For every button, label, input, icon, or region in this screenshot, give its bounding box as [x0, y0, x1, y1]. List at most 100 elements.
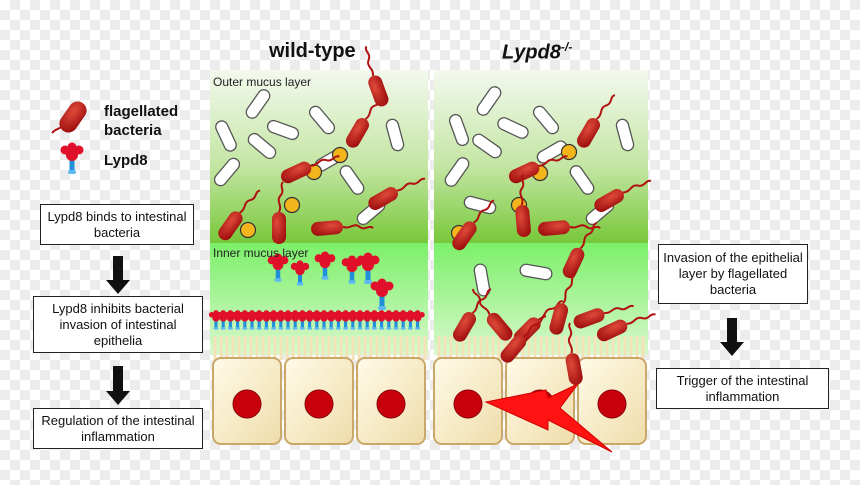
commensal-rod [266, 119, 300, 141]
bacterium-body [311, 220, 343, 236]
commensal-rod [615, 118, 635, 152]
left-flow-arrows [106, 256, 130, 405]
lypd8-base [213, 327, 219, 330]
inner-mucus-label: Inner mucus layer [213, 246, 309, 260]
flagellated-bacterium [452, 199, 495, 251]
lypd8-base [350, 327, 356, 330]
lypd8-stem [416, 319, 420, 329]
lypd8-lobe [331, 311, 337, 318]
yellow-particle [283, 196, 301, 214]
lypd8-lobe [370, 255, 380, 265]
lypd8-stem [264, 319, 268, 329]
flagellated-bacterium [562, 221, 598, 279]
lypd8-base [271, 327, 277, 330]
lypd8-molecule [314, 251, 336, 280]
lypd8-lobe [266, 311, 273, 318]
flagellated-bacterium [472, 288, 513, 341]
lypd8-base [263, 327, 269, 330]
bacterium-body [549, 303, 569, 335]
bacterium-body [565, 353, 583, 385]
bacterium-body [453, 312, 476, 342]
lypd8-lobe [273, 311, 280, 318]
lypd8-base [379, 327, 385, 330]
lypd8-base [274, 278, 282, 282]
lypd8-stem [279, 319, 283, 329]
flagellated-bacterium [573, 304, 635, 329]
flagellated-bacterium [364, 45, 389, 107]
lypd8-lobe [367, 311, 373, 318]
lypd8-base [314, 327, 320, 330]
bacterium-body [500, 334, 527, 363]
lypd8-lobe [216, 311, 222, 318]
lypd8-lobe [295, 311, 301, 318]
lypd8-stem [387, 319, 391, 329]
lypd8-stem [365, 319, 369, 329]
lypd8-base [292, 327, 298, 330]
legend-lypd8-icon [60, 142, 84, 174]
bacterium-body [486, 312, 513, 341]
lypd8-lobe [288, 311, 294, 318]
flagellum [239, 189, 261, 214]
lypd8-lobe [259, 311, 265, 318]
lypd8-membrane-layer [208, 310, 425, 330]
lypd8-base [400, 327, 406, 330]
lypd8-base [371, 327, 377, 330]
flagellated-bacterium [538, 220, 601, 236]
yellow-particle [239, 221, 257, 239]
lypd8-lobe [403, 311, 409, 318]
lypd8-lobe [273, 253, 283, 262]
lypd8-molecule [267, 253, 289, 282]
knockout-title: Lypd8-/- [502, 40, 572, 65]
left-step-2: Lypd8 inhibits bacterial invasion of int… [33, 296, 203, 353]
lypd8-lobe [396, 311, 402, 318]
lypd8-lobe [381, 311, 388, 318]
lypd8-lobe [280, 311, 287, 318]
lypd8-lobe [356, 255, 366, 265]
lypd8-lobe [208, 311, 215, 318]
lypd8-lobe [370, 281, 380, 291]
flagellated-bacterium [453, 288, 492, 342]
nucleus [304, 389, 334, 419]
lypd8-stem [243, 319, 247, 329]
lypd8-molecule [370, 278, 394, 310]
lypd8-lobe [324, 311, 330, 318]
lypd8-lobe [338, 311, 345, 318]
lypd8-lobe [384, 281, 394, 291]
lypd8-stem [408, 319, 412, 329]
wild-type-outer-mucus [210, 70, 428, 243]
lypd8-lobe [314, 254, 323, 263]
flagellated-bacterium [311, 220, 374, 236]
lypd8-stem [365, 268, 371, 282]
flagellum [277, 181, 284, 213]
lypd8-base [235, 327, 241, 330]
bacterium-body [368, 75, 389, 107]
flagellum [473, 199, 495, 224]
bound-lypd8 [267, 251, 394, 310]
lypd8-lobe [320, 251, 330, 260]
flagellated-bacterium [218, 189, 261, 241]
commensal-rod [385, 118, 405, 152]
left-step-1: Lypd8 binds to intestinal bacteria [40, 204, 194, 245]
lypd8-base [321, 327, 327, 330]
lypd8-stem [315, 319, 319, 329]
lypd8-stem [394, 319, 398, 329]
flagellated-bacterium [549, 274, 576, 335]
lypd8-lobe [377, 278, 387, 288]
lypd8-lobe [352, 311, 359, 318]
flagellum [562, 274, 576, 305]
commensal-rod [497, 117, 529, 139]
lypd8-base [378, 306, 386, 310]
lypd8-molecule [388, 310, 404, 330]
right-step-2: Trigger of the intestinal inflammation [656, 368, 829, 409]
lypd8-base [364, 327, 370, 330]
bacterium-body [368, 187, 398, 210]
wild-type-title: wild-type [269, 40, 356, 62]
lypd8-molecule [356, 252, 380, 284]
lypd8-lobe [302, 311, 309, 318]
knockout-title-superscript: -/- [560, 40, 573, 54]
knockout-title-base: Lypd8 [502, 41, 561, 64]
lypd8-lobe [363, 252, 373, 262]
lypd8-stem [69, 158, 75, 172]
